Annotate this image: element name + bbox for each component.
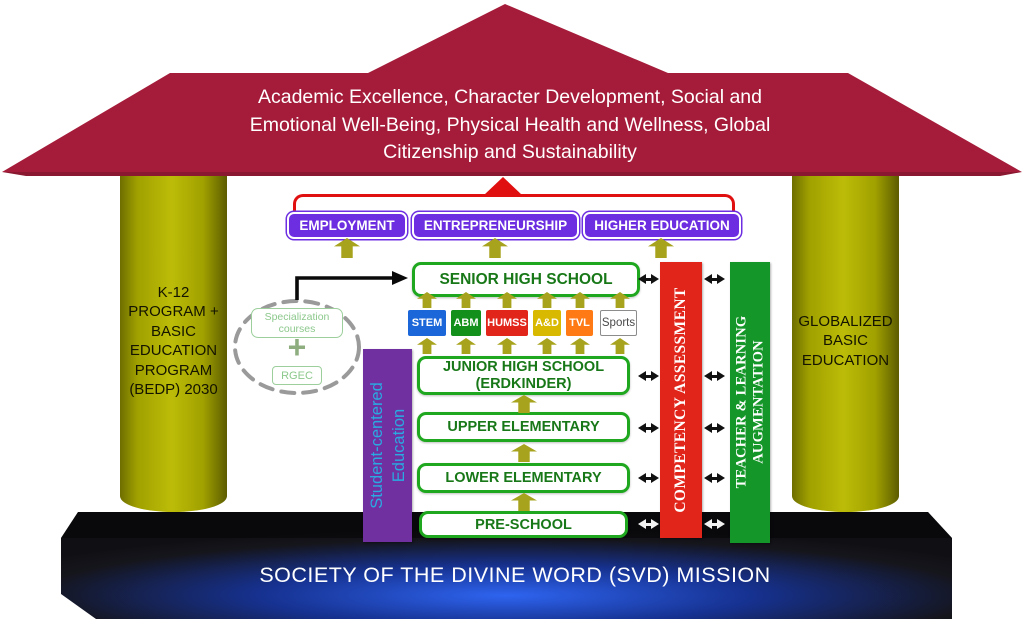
level-upper-elementary: UPPER ELEMENTARY	[417, 412, 630, 442]
double-arrow-icon	[704, 422, 725, 435]
up-arrow-icon	[417, 338, 437, 354]
left-pillar-label: K-12 PROGRAM + BASIC EDUCATION PROGRAM (…	[128, 283, 219, 399]
double-arrow-icon	[638, 370, 659, 383]
roof-goals-text: Academic Excellence, Character Developme…	[249, 86, 771, 163]
pathway-entrepreneurship: ENTREPRENEURSHIP	[412, 212, 579, 239]
level-label: SENIOR HIGH SCHOOL	[439, 270, 613, 288]
double-arrow-icon	[704, 370, 725, 383]
strand-humss: HUMSS	[486, 310, 528, 336]
left-pillar: K-12 PROGRAM + BASIC EDUCATION PROGRAM (…	[120, 170, 227, 512]
up-arrow-icon	[648, 238, 674, 258]
teacher-learning-augmentation-label: TEACHER & LEARNING AUGMENTATION	[733, 315, 767, 489]
up-arrow-icon	[511, 493, 537, 511]
level-lower-elementary: LOWER ELEMENTARY	[417, 463, 630, 493]
rgec-box: RGEC	[272, 366, 322, 385]
competency-assessment-bar	[660, 262, 702, 538]
pathway-higher-education: HIGHER EDUCATION	[583, 212, 741, 239]
double-arrow-icon	[638, 472, 659, 485]
level-junior-high-school: JUNIOR HIGH SCHOOL (ERDKINDER)	[417, 356, 630, 395]
student-centered-education-bar	[363, 349, 412, 542]
strand-a-and-d: A&D	[533, 310, 561, 336]
up-arrow-icon	[456, 338, 476, 354]
student-centered-education-label: Student-centered Education	[367, 382, 408, 509]
right-pillar: GLOBALIZED BASIC EDUCATION	[792, 170, 899, 512]
up-arrow-icon	[537, 338, 557, 354]
level-sublabel: (ERDKINDER)	[475, 375, 572, 392]
mission-text: SOCIETY OF THE DIVINE WORD (SVD) MISSION	[259, 563, 771, 587]
level-pre-school: PRE-SCHOOL	[419, 511, 628, 538]
strand-tvl: TVL	[566, 310, 593, 336]
level-label: UPPER ELEMENTARY	[447, 419, 600, 435]
double-arrow-icon	[638, 422, 659, 435]
double-arrow-icon	[704, 472, 725, 485]
strand-sports: Sports	[600, 310, 637, 336]
up-arrow-icon	[610, 338, 630, 354]
outcomes-bracket	[293, 194, 735, 213]
level-senior-high-school: SENIOR HIGH SCHOOL	[412, 262, 640, 297]
competency-assessment-label: COMPETENCY ASSESSMENT	[672, 287, 689, 513]
bracket-up-arrow-icon	[484, 177, 522, 195]
double-arrow-icon	[638, 518, 659, 531]
up-arrow-icon	[570, 338, 590, 354]
up-arrow-icon	[482, 238, 508, 258]
up-arrow-icon	[497, 338, 517, 354]
level-label: PRE-SCHOOL	[475, 516, 572, 533]
level-label: LOWER ELEMENTARY	[445, 470, 602, 486]
strand-stem: STEM	[408, 310, 446, 336]
double-arrow-icon	[704, 518, 725, 531]
up-arrow-icon	[334, 238, 360, 258]
up-arrow-icon	[511, 444, 537, 462]
teacher-learning-augmentation-bar	[730, 262, 770, 543]
strand-abm: ABM	[451, 310, 481, 336]
up-arrow-icon	[511, 395, 537, 413]
pathway-employment: EMPLOYMENT	[287, 212, 407, 239]
plus-icon: +	[287, 329, 307, 365]
right-pillar-label: GLOBALIZED BASIC EDUCATION	[798, 312, 893, 369]
double-arrow-icon	[704, 273, 725, 286]
level-label: JUNIOR HIGH SCHOOL	[442, 358, 605, 375]
double-arrow-icon	[638, 273, 659, 286]
